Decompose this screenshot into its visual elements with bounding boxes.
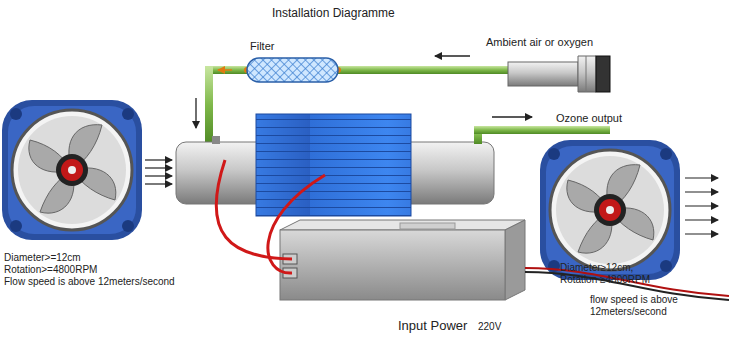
fan-spec: Diameter≥12cm, bbox=[560, 262, 633, 274]
filter-label: Filter bbox=[250, 40, 274, 53]
inlet-label: Ambient air or oxygen bbox=[486, 36, 593, 49]
voltage-label: 220V bbox=[478, 321, 501, 333]
outlet-label: Ozone output bbox=[556, 112, 622, 125]
power-label: Input Power bbox=[398, 318, 467, 334]
fan-spec: Diameter>=12cm bbox=[4, 252, 81, 264]
fan-spec: Rotation ≥4800RPM bbox=[560, 274, 650, 286]
fan-spec: Rotation>=4800RPM bbox=[4, 264, 97, 276]
fan-spec: flow speed is above 12meters/second bbox=[590, 294, 720, 318]
diagram-title: Installation Diagramme bbox=[272, 6, 395, 20]
fan-spec: Flow speed is above 12meters/second bbox=[4, 276, 175, 288]
